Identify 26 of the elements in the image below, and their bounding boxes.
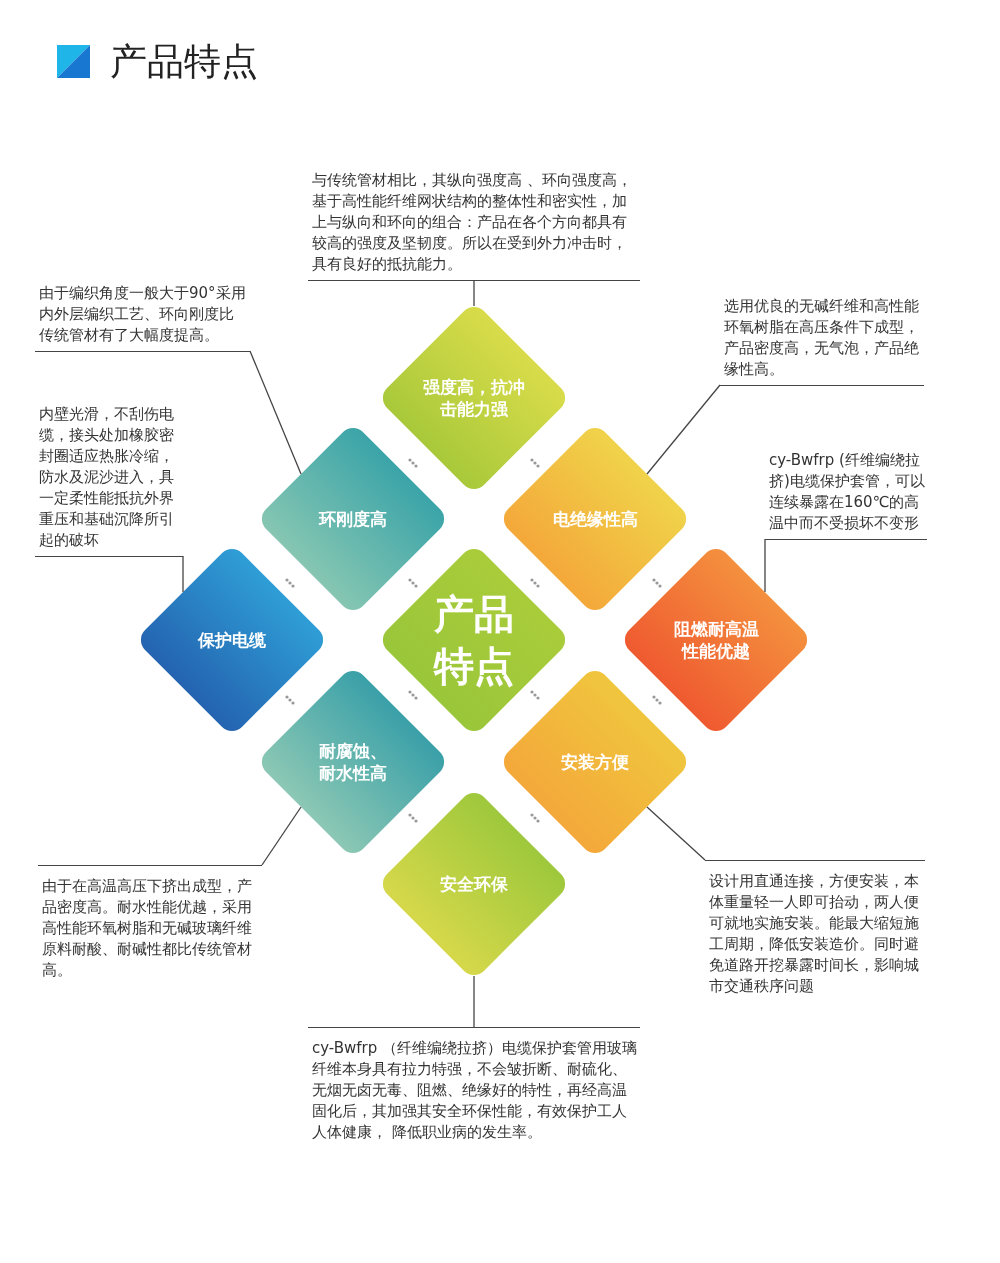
feature-label: 强度高，抗冲击能力强 bbox=[422, 375, 526, 421]
leader-line bbox=[764, 538, 766, 593]
title: 产品特点 bbox=[110, 39, 258, 85]
leader-line bbox=[646, 384, 721, 475]
feature-label: 电绝缘性高 bbox=[551, 507, 639, 531]
callout-text: 选用优良的无碱纤维和高性能环氧树脂在高压条件下成型，产品密度高，无气泡，产品绝缘性高。 bbox=[720, 296, 924, 386]
leader-line bbox=[473, 279, 475, 307]
leader-line bbox=[182, 555, 184, 593]
callout-text: 由于编织角度一般大于90°采用内外层编织工艺、环向刚度比传统管材有了大幅度提高。 bbox=[35, 283, 250, 352]
callout-text: cy-Bwfrp （纤维编绕拉挤）电缆保护套管用玻璃纤维本身具有拉力特强，不会皱折断、耐硫化、无烟无卤无毒、阻燃、绝缘好的特性，再经高温固化后，其加强其安全环保性能，有效保护工人人体健康， 降低职业病的发生率。 bbox=[308, 1027, 640, 1143]
feature-label: 保护电缆 bbox=[197, 628, 267, 652]
feature-label: 产品特点 bbox=[432, 590, 515, 691]
leader-line bbox=[473, 975, 475, 1028]
callout-text: 内壁光滑，不刮伤电缆，接头处加橡胶密封圈适应热胀冷缩，防水及泥沙进入，具一定柔性能抵抗外界重压和基础沉降所引起的破坏 bbox=[35, 404, 183, 557]
leader-line bbox=[646, 806, 706, 861]
leader-line bbox=[249, 350, 302, 475]
callout-text: 设计用直通连接，方便安装，本体重量轻一人即可抬动，两人便可就地实施安装。能最大缩短施工周期，降低安装造价。同时避免道路开挖暴露时间长，影响城市交通秩序问题 bbox=[705, 860, 925, 997]
feature-label: 耐腐蚀、耐水性高 bbox=[318, 739, 388, 785]
feature-label: 环刚度高 bbox=[317, 507, 388, 531]
feature-label: 阻燃耐高温性能优越 bbox=[672, 617, 760, 663]
callout-text: 由于在高温高压下挤出成型，产品密度高。耐水性能优越，采用高性能环氧树脂和无碱玻璃纤维原料耐酸、耐碱性都比传统管材高。 bbox=[38, 865, 262, 981]
feature-label: 安装方便 bbox=[560, 750, 630, 774]
callout-text: 与传统管材相比，其纵向强度高 、环向强度高，基于高性能纤维网状结构的整体性和密实性，加上与纵向和环向的组合：产品在各个方向都具有较高的强度及坚韧度。所以在受到外力冲击时，具有良好的抵抗能力。 bbox=[308, 170, 640, 281]
feature-label: 安全环保 bbox=[439, 872, 509, 896]
callout-text: cy-Bwfrp (纤维编绕拉挤)电缆保护套管，可以连续暴露在160℃的高温中而不受损坏不变形 bbox=[765, 450, 927, 540]
leader-line bbox=[261, 806, 302, 866]
